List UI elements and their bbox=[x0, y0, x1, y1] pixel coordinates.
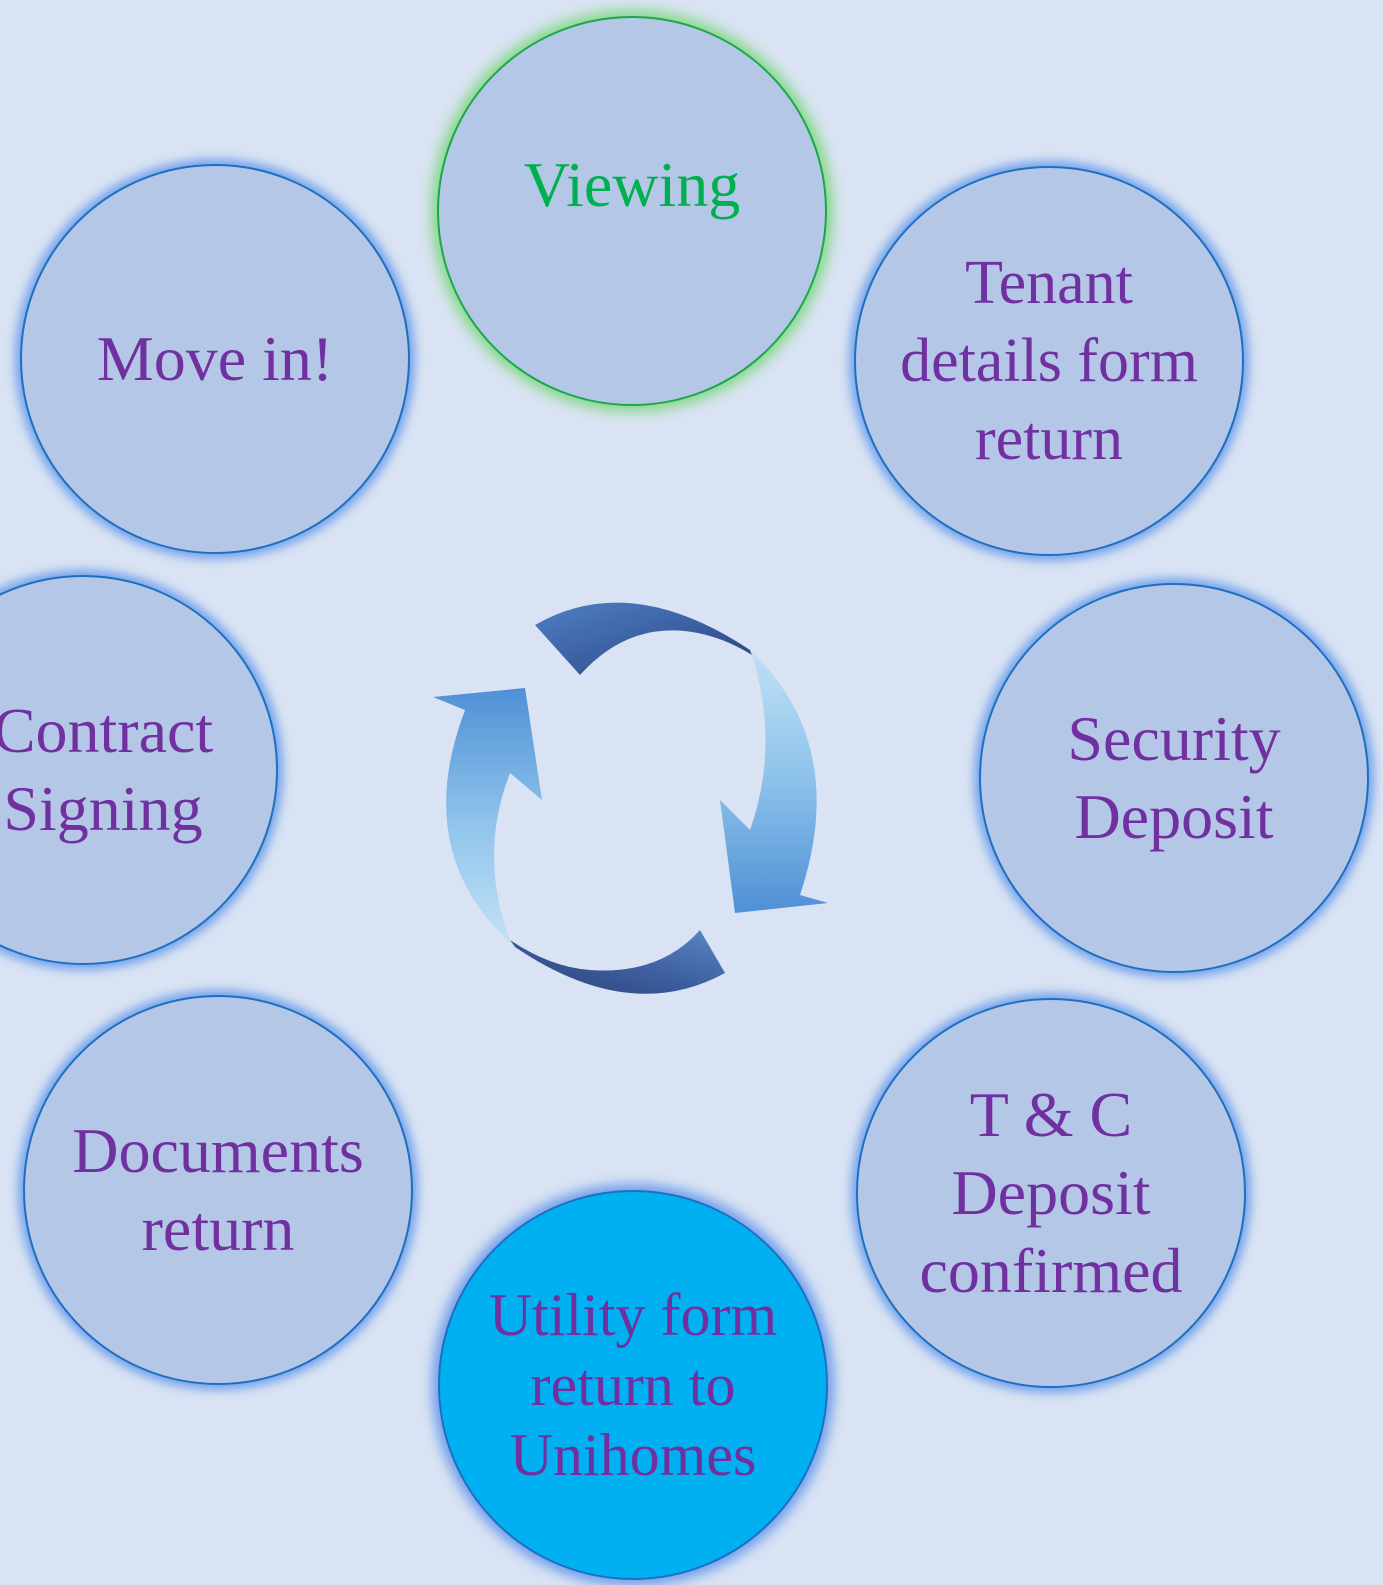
cycle-arrow-top bbox=[535, 602, 752, 675]
step-move-in[interactable]: Move in! bbox=[20, 164, 410, 554]
step-viewing[interactable]: Viewing bbox=[437, 16, 827, 406]
step-move-in-label: Move in! bbox=[96, 323, 334, 394]
step-contract-signing-label: Contract Signing bbox=[0, 695, 214, 844]
step-security-deposit[interactable]: Security Deposit bbox=[979, 583, 1369, 973]
step-documents-return[interactable]: Documents return bbox=[23, 995, 413, 1385]
cycle-arrows-icon bbox=[433, 602, 828, 994]
step-contract-signing[interactable]: Contract Signing bbox=[0, 575, 278, 965]
step-utility-form[interactable]: Utility form return to Unihomes bbox=[438, 1190, 828, 1580]
cycle-arrow-bottom bbox=[510, 930, 725, 994]
cycle-arrow-left bbox=[433, 688, 542, 947]
step-tc-deposit-label: T & C Deposit confirmed bbox=[919, 1079, 1183, 1306]
step-utility-form-label: Utility form return to Unihomes bbox=[488, 1282, 778, 1488]
step-viewing-label: Viewing bbox=[523, 149, 741, 220]
step-tc-deposit[interactable]: T & C Deposit confirmed bbox=[856, 998, 1246, 1388]
step-documents-return-label: Documents return bbox=[72, 1115, 364, 1264]
step-tenant-details-label: Tenant details form return bbox=[900, 249, 1198, 473]
step-tenant-details[interactable]: Tenant details form return bbox=[854, 166, 1244, 556]
step-security-deposit-label: Security Deposit bbox=[1067, 703, 1281, 852]
cycle-arrow-right bbox=[720, 650, 828, 913]
